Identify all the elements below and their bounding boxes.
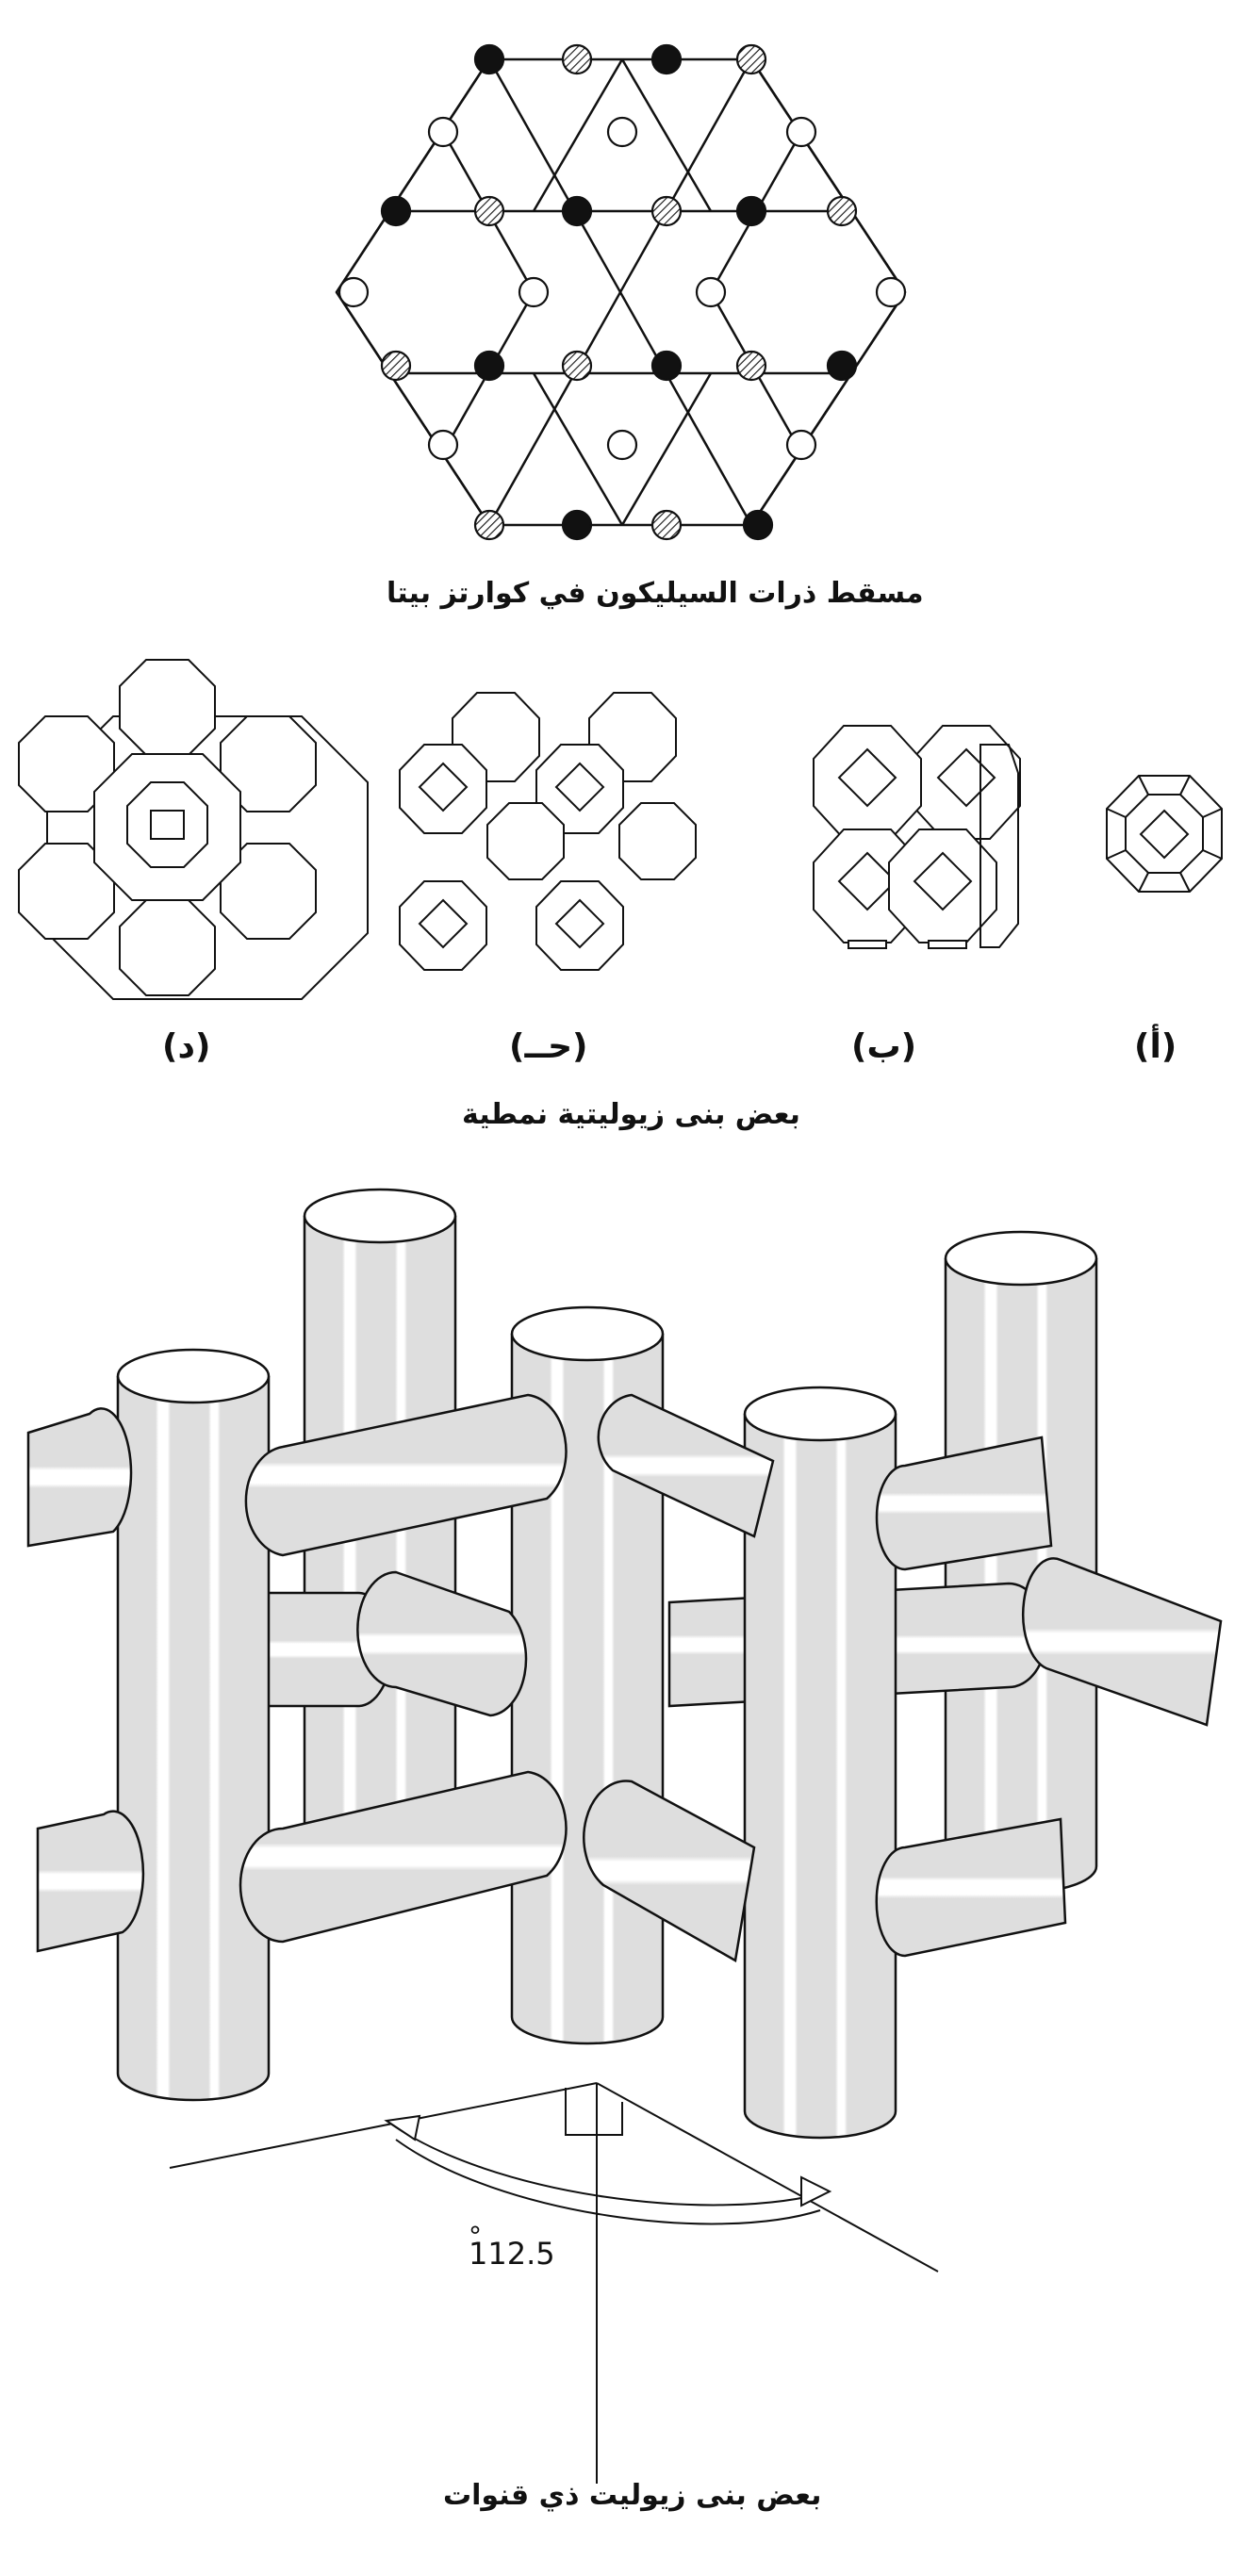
atom-black <box>742 509 774 541</box>
atom-white <box>606 116 638 148</box>
atom-white <box>606 429 638 461</box>
channel-horizontal <box>239 1770 568 1944</box>
atom-hatched <box>473 195 505 227</box>
atom-hatched <box>650 195 683 227</box>
structure-c <box>399 692 697 971</box>
zeolite-channels <box>26 1188 1223 2140</box>
atom-black <box>473 43 505 75</box>
channel-vertical <box>743 1386 897 2140</box>
atom-white <box>427 116 459 148</box>
atom-black <box>650 350 683 382</box>
atom-white <box>427 429 459 461</box>
angle-degree-sign: ° <box>469 2221 482 2252</box>
channel-horizontal <box>583 1780 756 1962</box>
channel-horizontal <box>244 1393 568 1557</box>
atom-black <box>380 195 412 227</box>
atom-white <box>695 276 727 308</box>
structure-label-a: (أ) <box>1134 1027 1177 1066</box>
zeolite-cages <box>18 659 1223 1000</box>
atom-hatched <box>380 350 412 382</box>
channel-horizontal <box>356 1570 528 1717</box>
channel-vertical <box>116 1348 271 2102</box>
angle-value: ° 112.5 <box>469 2221 555 2272</box>
structure-label-c: (حــ) <box>509 1027 588 1066</box>
atom-hatched <box>735 350 767 382</box>
structure-b <box>813 725 1021 949</box>
structure-label-d: (د) <box>162 1027 211 1066</box>
caption-quartz: مسقط ذرات السيليكون في كوارتز بيتا <box>387 577 924 610</box>
channel-horizontal <box>36 1810 145 1953</box>
atom-white <box>785 429 817 461</box>
atom-white <box>785 116 817 148</box>
atom-white <box>518 276 550 308</box>
atom-black <box>826 350 858 382</box>
structure-a <box>1106 775 1223 893</box>
channel-horizontal <box>26 1407 133 1548</box>
atom-hatched <box>650 509 683 541</box>
atom-black <box>650 43 683 75</box>
channel-vertical <box>944 1230 1098 1895</box>
atom-hatched <box>561 350 593 382</box>
atom-hatched <box>826 195 858 227</box>
atom-hatched <box>473 509 505 541</box>
structure-label-b: (ب) <box>851 1027 917 1066</box>
atom-black <box>735 195 767 227</box>
angle-indicator <box>169 2082 939 2484</box>
channel-horizontal <box>597 1393 775 1538</box>
atom-hatched <box>735 43 767 75</box>
atom-black <box>473 350 505 382</box>
atom-white <box>337 276 370 308</box>
caption-channels: بعض بنى زيوليت ذي قنوات <box>443 2479 822 2512</box>
atom-hatched <box>561 43 593 75</box>
lattice-atoms <box>337 43 907 541</box>
atom-black <box>561 509 593 541</box>
atom-white <box>875 276 907 308</box>
atom-black <box>561 195 593 227</box>
angle-number: 112.5 <box>469 2236 555 2272</box>
caption-typical: بعض بنى زيوليتية نمطية <box>462 1098 800 1131</box>
channel-horizontal <box>875 1817 1067 1958</box>
structure-d <box>18 659 369 1000</box>
channel-horizontal <box>1022 1557 1223 1727</box>
channel-horizontal <box>875 1436 1053 1571</box>
